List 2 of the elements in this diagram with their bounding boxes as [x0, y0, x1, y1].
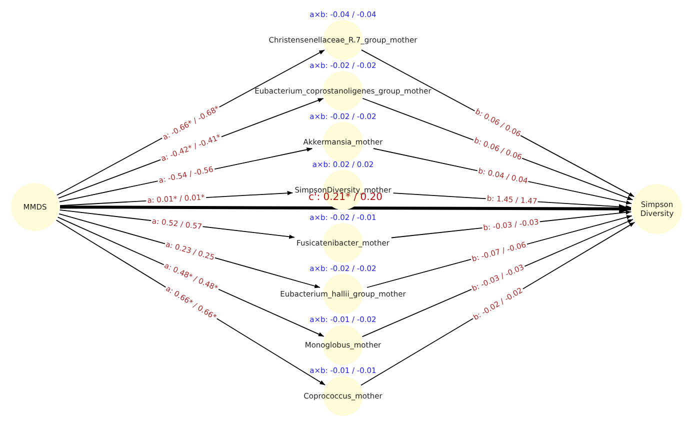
edge-label: c': 0.21* / 0.20	[308, 192, 383, 203]
arrow	[60, 204, 631, 214]
